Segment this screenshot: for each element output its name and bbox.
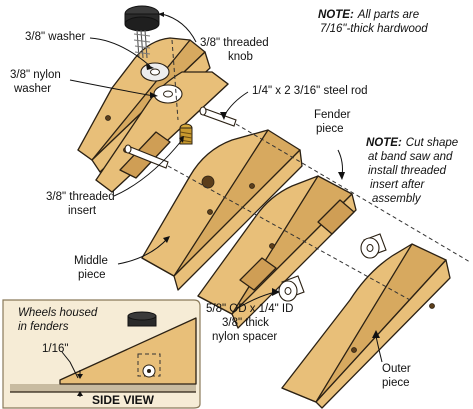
middle-piece-label-line2: piece <box>78 269 106 281</box>
spacer-label-line2: 3/8" thick <box>222 317 269 329</box>
washer-label: 3/8" washer <box>25 31 86 43</box>
fender-piece-label-line2: piece <box>316 123 344 135</box>
side-view-inset <box>2 299 201 409</box>
side-view-dimension: 1/16" <box>42 343 68 355</box>
svg-text:NOTE:Cut shape: NOTE: Cut shape <box>366 137 458 149</box>
threaded-insert-label-line1: 3/8" threaded <box>46 191 115 203</box>
svg-text:NOTE:All parts are: NOTE:All parts are <box>318 9 419 21</box>
outer-piece <box>281 243 451 409</box>
upper-inner-piece <box>95 71 229 193</box>
note1-line1: All parts are <box>357 9 419 21</box>
note2-line4: insert after <box>370 179 425 191</box>
steel-rod-back-right <box>199 106 237 127</box>
nylon-washer-label-line1: 3/8" nylon <box>10 69 61 81</box>
spacer-label-line1: 5/8" OD x 1/4" ID <box>206 303 293 315</box>
outer-piece-label-line1: Outer <box>382 363 411 375</box>
nylon-washer-label-line2: washer <box>13 83 51 95</box>
note2-line2: at band saw and <box>368 151 453 163</box>
spacer-label-line3: nylon spacer <box>212 331 277 343</box>
note2-line1: Cut shape <box>406 137 458 149</box>
steel-rod-back-left <box>124 144 169 169</box>
note2-line5: assembly <box>372 193 422 205</box>
middle-piece <box>141 129 303 291</box>
arrow-icon <box>146 12 380 338</box>
nylon-spacer-icon <box>278 275 305 302</box>
note-hardwood: NOTE:All parts are 7/16"-thick hardwood <box>318 9 428 35</box>
side-view-title: SIDE VIEW <box>92 393 155 407</box>
threaded-knob <box>124 5 160 59</box>
steel-rod-label: 1/4" x 2 3/16" steel rod <box>252 85 368 97</box>
part-labels: 3/8" washer 3/8" nylon washer 3/8" threa… <box>10 31 411 389</box>
nylon-spacer-rear <box>360 233 387 259</box>
fender-piece <box>197 175 357 329</box>
note1-heading: NOTE: <box>318 9 354 21</box>
side-view-knob <box>127 311 157 327</box>
side-view-labels: Wheels housed in fenders 1/16" SIDE VIEW <box>18 307 155 407</box>
side-view-caption-line1: Wheels housed <box>18 307 98 319</box>
middle-piece-label-line1: Middle <box>74 255 108 267</box>
note2-heading: NOTE: <box>366 137 402 149</box>
assembly-lines <box>167 39 471 301</box>
note2-line3: install threaded <box>368 165 447 177</box>
note1-line2: 7/16"-thick hardwood <box>320 23 428 35</box>
side-view-caption-line2: in fenders <box>18 321 69 333</box>
threaded-knob-label-line2: knob <box>228 51 253 63</box>
knob-icon <box>124 5 160 32</box>
threaded-insert-label-line2: insert <box>68 205 97 217</box>
fender-piece-label-line1: Fender <box>314 109 351 121</box>
threaded-knob-label-line1: 3/8" threaded <box>200 37 269 49</box>
outer-piece-label-line2: piece <box>382 377 410 389</box>
note-band-saw: NOTE: Cut shape at band saw and install t… <box>366 137 458 205</box>
nylon-washer <box>153 84 183 104</box>
washer-icon <box>140 62 170 82</box>
